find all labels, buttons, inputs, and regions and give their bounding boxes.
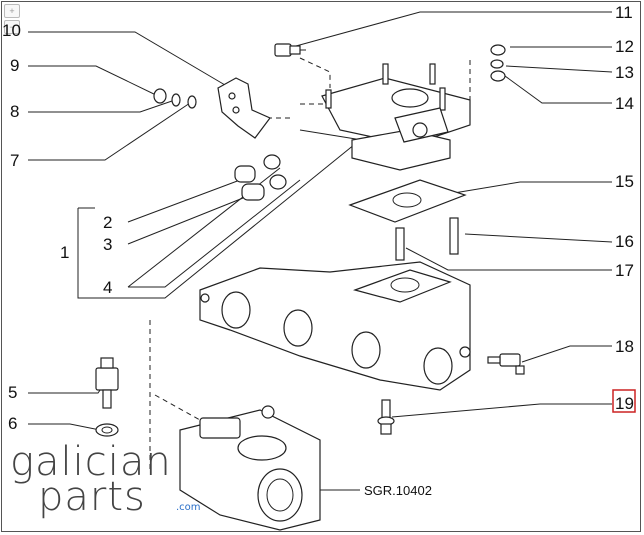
- callout-3: 3: [103, 235, 112, 254]
- leader-13: [505, 65, 613, 73]
- leader-7: [28, 102, 191, 161]
- intake-manifold: [199, 261, 471, 391]
- callout-labels: 10 9 8 7 2 3 1 4 5 6 11 12 13 14 15 16 1…: [2, 3, 636, 433]
- leader-1-top: [299, 129, 363, 141]
- leader-9: [28, 65, 159, 97]
- thermostat-housing: [179, 405, 321, 531]
- leader-1: [77, 139, 361, 299]
- callout-14: 14: [615, 94, 634, 113]
- leader-2: [127, 179, 241, 223]
- callout-6: 6: [8, 414, 17, 433]
- callout-7: 7: [10, 151, 19, 170]
- bushings: [234, 154, 287, 201]
- leader-18: [521, 345, 612, 363]
- callout-5: 5: [8, 383, 17, 402]
- leader-14: [504, 75, 612, 104]
- leader-16: [464, 233, 613, 243]
- part-6-washer: [95, 423, 119, 437]
- callout-13: 13: [615, 63, 634, 82]
- leader-6: [28, 423, 101, 431]
- callout-11: 11: [615, 3, 633, 22]
- callout-17: 17: [615, 261, 634, 280]
- callout-1: 1: [60, 243, 69, 262]
- leader-11: [295, 11, 612, 47]
- brand-watermark: galician parts .com: [10, 439, 201, 520]
- part-15-gasket: [348, 179, 467, 223]
- part-19-stud: [377, 399, 395, 435]
- zoom-controls[interactable]: + −: [4, 4, 20, 46]
- nuts-washers-right: [490, 44, 506, 82]
- nuts-washers-left: [153, 88, 197, 109]
- callout-4: 4: [103, 278, 112, 297]
- zoom-out-icon[interactable]: −: [4, 20, 20, 34]
- callout-16: 16: [615, 232, 634, 251]
- callout-8: 8: [10, 102, 19, 121]
- zoom-in-icon[interactable]: +: [4, 4, 20, 18]
- leader-lines: [28, 11, 613, 491]
- leader-10: [28, 31, 226, 86]
- brand-line-1: galician: [10, 439, 172, 485]
- callout-9: 9: [10, 56, 19, 75]
- callout-19-highlight: [612, 389, 636, 413]
- leader-4: [128, 179, 301, 288]
- brand-line-2: parts: [38, 474, 146, 520]
- drawing-code: SGR.10402: [364, 483, 432, 498]
- leader-17: [405, 247, 612, 271]
- callout-10: 10: [2, 21, 21, 40]
- callout-12: 12: [615, 37, 634, 56]
- callout-2: 2: [103, 213, 112, 232]
- callout-15: 15: [615, 172, 634, 191]
- part-5-switch: [95, 357, 119, 409]
- callout-18: 18: [615, 337, 634, 356]
- part-10-bracket: [217, 77, 271, 139]
- studs: [395, 217, 459, 261]
- leader-3: [127, 195, 249, 245]
- callout-19: 19: [615, 394, 634, 413]
- leader-19: [391, 403, 612, 418]
- carburettor: [321, 63, 471, 171]
- leader-8: [28, 100, 173, 113]
- part-11-sensor: [274, 43, 306, 57]
- brand-suffix: .com: [176, 502, 201, 513]
- leader-5: [28, 382, 106, 394]
- leader-15: [453, 181, 612, 194]
- part-18-sensor: [487, 353, 525, 375]
